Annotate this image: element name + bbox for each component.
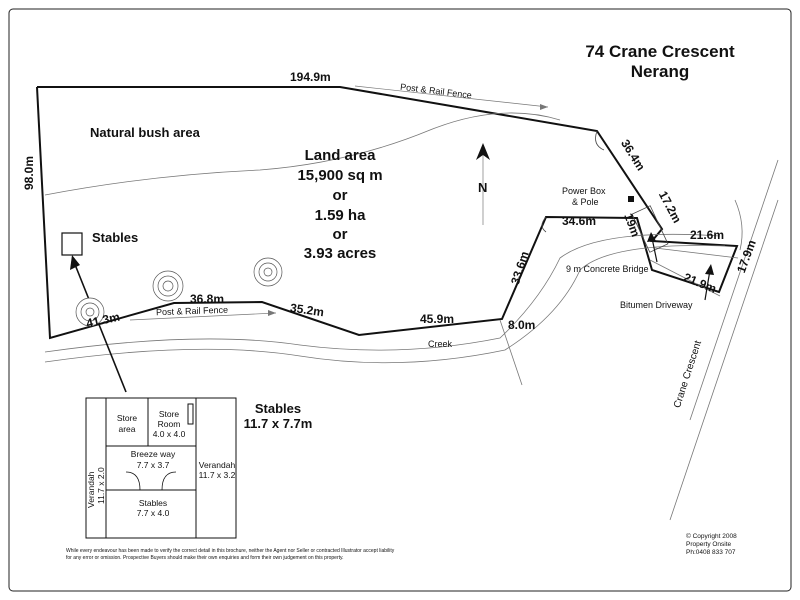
store-room-label-3: 4.0 x 4.0 xyxy=(152,429,186,439)
creek-drop xyxy=(499,319,523,386)
bridge-pointer xyxy=(651,237,658,263)
north-arrow-icon xyxy=(476,143,490,160)
creek-line-1 xyxy=(44,233,721,353)
verandah-left-label-1: Verandah xyxy=(86,471,96,508)
stables-pointer-head xyxy=(70,255,80,270)
tree-icon xyxy=(75,297,105,327)
breezeway-label-2: 7.7 x 3.7 xyxy=(136,460,170,470)
stables-pointer xyxy=(73,261,127,393)
stables-plan-title: Stables xyxy=(254,401,302,416)
road-edge-2 xyxy=(669,199,779,521)
store-area-label-2: area xyxy=(118,424,136,434)
verandah-left-label-2: 11.7 x 2.0 xyxy=(96,467,106,504)
measure-top: 194.9m xyxy=(290,70,331,84)
copyright-block: © Copyright 2008 Property Onsite Ph:0408… xyxy=(686,533,737,557)
disclaimer-line-1: While every endeavour has been made to v… xyxy=(66,548,395,554)
measure-seg4: 45.9m xyxy=(420,312,455,326)
land-area-heading: Land area xyxy=(304,147,376,164)
driveway-label: Bitumen Driveway xyxy=(620,300,693,310)
concrete-bridge xyxy=(631,205,669,253)
property-boundary xyxy=(36,86,739,340)
land-area-ha: 1.59 ha xyxy=(314,207,366,224)
land-area-acres: 3.93 acres xyxy=(303,245,377,262)
power-box-label-2: & Pole xyxy=(572,197,599,207)
copyright-line-3: Ph:0408 833 707 xyxy=(686,549,736,556)
land-area-sqm: 15,900 sq m xyxy=(297,167,383,184)
address-line-2: Nerang xyxy=(630,62,690,81)
fence-top-arrowhead xyxy=(540,104,548,110)
store-area-label-1: Store xyxy=(116,413,138,423)
disclaimer-line-2: for any error or omission. Prospective B… xyxy=(66,555,344,561)
power-box-icon xyxy=(628,196,634,202)
bush-area-boundary xyxy=(44,112,561,196)
bridge-label: 9 m Concrete Bridge xyxy=(566,264,649,274)
page-border xyxy=(8,8,792,592)
stables-location-label: Stables xyxy=(92,230,139,245)
verandah-right-label-2: 11.7 x 3.2 xyxy=(198,470,236,480)
measure-seg5: 8.0m xyxy=(508,318,536,332)
land-area-or-1: or xyxy=(332,187,348,204)
driveway-edge-1 xyxy=(649,259,721,297)
driveway-edge-2 xyxy=(654,247,739,259)
fence-bottom-arrowhead xyxy=(268,310,276,316)
fence-bottom-arrow xyxy=(129,312,277,321)
stables-room-label-2: 7.7 x 4.0 xyxy=(136,508,170,518)
creek-label: Creek xyxy=(428,339,453,349)
breezeway-label-1: Breeze way xyxy=(130,449,176,459)
power-box-label-1: Power Box xyxy=(562,186,606,196)
stables-floor-plan xyxy=(85,397,237,539)
north-label: N xyxy=(478,180,488,195)
natural-bush-label: Natural bush area xyxy=(90,125,200,140)
fence-top-arrow xyxy=(354,85,549,108)
driveway-pointer xyxy=(704,269,711,301)
stables-plan-size: 11.7 x 7.7m xyxy=(243,416,313,431)
road-edge-1 xyxy=(689,159,779,421)
copyright-icon: © xyxy=(686,533,691,540)
measure-seg7: 34.6m xyxy=(562,214,597,228)
driveway-pointer-head xyxy=(705,264,714,275)
store-room-label-1: Store xyxy=(158,409,180,419)
land-area-or-2: or xyxy=(332,226,348,243)
stables-room-label-1: Stables xyxy=(138,498,168,508)
address-line-1: 74 Crane Crescent xyxy=(585,42,735,61)
gate-arc-1 xyxy=(595,130,605,151)
creek-line-2 xyxy=(44,245,726,364)
measure-seg2: 36.8m xyxy=(190,292,225,306)
road-curb xyxy=(734,199,743,251)
verandah-right-label-1: Verandah xyxy=(198,460,236,470)
measure-seg11: 21.6m xyxy=(690,228,725,242)
copyright-line-2: Property Onsite xyxy=(686,541,732,548)
store-room-label-2: Room xyxy=(157,419,181,429)
tree-icon xyxy=(152,270,184,302)
stables-marker xyxy=(61,232,83,256)
gate-arc-2 xyxy=(541,216,547,233)
bridge-pointer-head xyxy=(647,232,656,242)
tree-icon xyxy=(253,257,283,287)
measure-left: 98.0m xyxy=(22,155,36,190)
copyright-line-1: Copyright 2008 xyxy=(692,533,737,540)
